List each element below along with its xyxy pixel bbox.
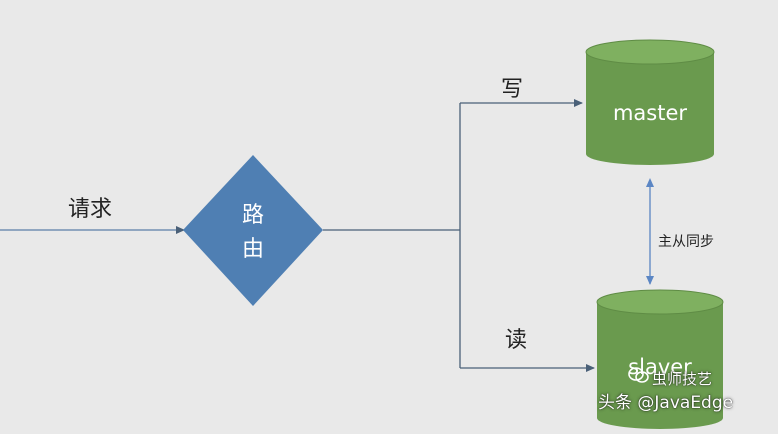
sync-label: 主从同步 bbox=[658, 234, 714, 250]
slaver-database: slaver bbox=[596, 289, 724, 429]
slaver-label: slaver bbox=[628, 355, 692, 379]
request-label: 请求 bbox=[68, 197, 112, 222]
read-label: 读 bbox=[505, 328, 527, 353]
router-label-line1: 路 bbox=[242, 203, 264, 228]
master-database: master bbox=[585, 39, 715, 165]
write-label: 写 bbox=[501, 77, 523, 102]
router-diamond bbox=[183, 155, 323, 306]
watermark-text: 头条 @JavaEdge bbox=[598, 393, 734, 413]
wechat-icon bbox=[628, 367, 649, 383]
router-label-line2: 由 bbox=[242, 237, 264, 262]
master-label: master bbox=[613, 101, 687, 125]
watermark-account: 虫师技艺 bbox=[652, 370, 713, 388]
